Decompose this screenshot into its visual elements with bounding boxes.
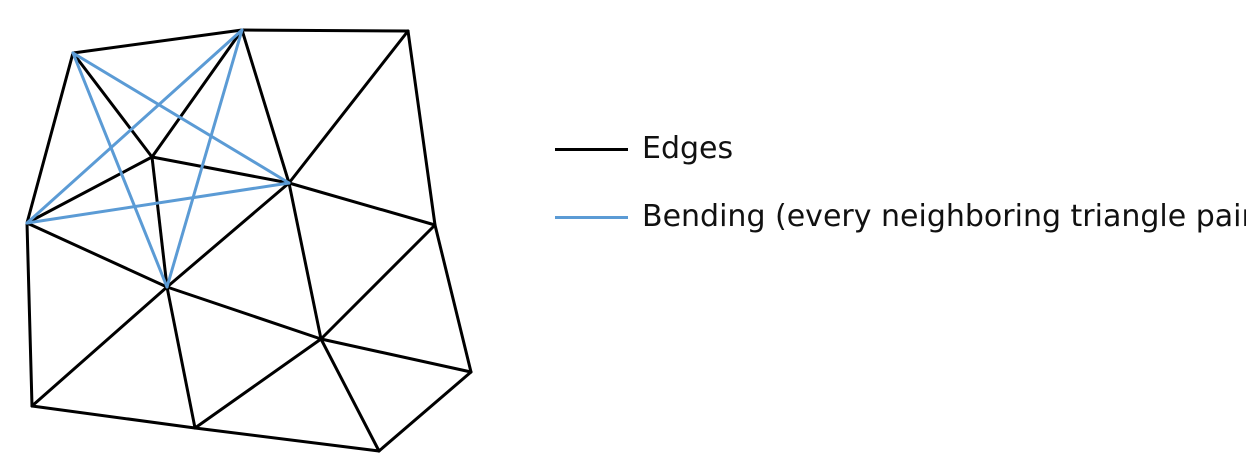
mesh-edge-de [150, 155, 291, 185]
mesh-edge-im [319, 337, 381, 453]
bending-line-bf [25, 28, 244, 225]
mesh-edge-fh [25, 221, 169, 289]
mesh-edge-gk [433, 223, 473, 374]
bending-line-ah [71, 51, 169, 289]
mesh-edge-lm [193, 426, 381, 453]
bending-constraints [25, 28, 291, 289]
mesh-edge-il [193, 337, 323, 430]
mesh-edge-ei [287, 181, 323, 341]
mesh-edge-af [25, 51, 75, 225]
legend-item-edges: Edges [555, 127, 733, 171]
mesh-edge-bc [240, 28, 410, 33]
mesh-edge-ik [319, 337, 473, 374]
mesh-edge-gi [319, 223, 437, 341]
bending-line-ae [71, 51, 291, 185]
mesh-edge-jl [30, 404, 197, 430]
mesh-edge-df [25, 155, 154, 225]
legend-item-bending: Bending (every neighboring triangle pair… [555, 195, 1246, 239]
bending-line-bh [165, 28, 244, 289]
mesh-edge-dh [150, 155, 169, 289]
edges-legend-label: Edges [642, 131, 734, 166]
mesh-edge-fj [25, 221, 34, 408]
edges-legend-swatch [555, 147, 628, 151]
mesh-edge-mk [377, 370, 473, 453]
mesh-edge-hl [165, 285, 197, 430]
mesh-edge-cg [406, 29, 437, 227]
mesh-edge-be [240, 28, 291, 185]
bending-legend-label: Bending (every neighboring triangle pair… [642, 199, 1246, 234]
bending-line-fe [25, 181, 291, 225]
mesh-edge-hi [165, 285, 323, 341]
mesh-edges [25, 28, 473, 453]
mesh-edge-ad [71, 51, 154, 159]
mesh-edge-eg [287, 181, 437, 227]
bending-legend-swatch [555, 215, 628, 219]
mesh-edge-ab [71, 28, 244, 55]
mesh-edge-eh [165, 181, 291, 289]
mesh-edge-ce [287, 29, 410, 185]
mesh-edge-bd [150, 28, 244, 159]
mesh-edge-hj [30, 285, 169, 408]
